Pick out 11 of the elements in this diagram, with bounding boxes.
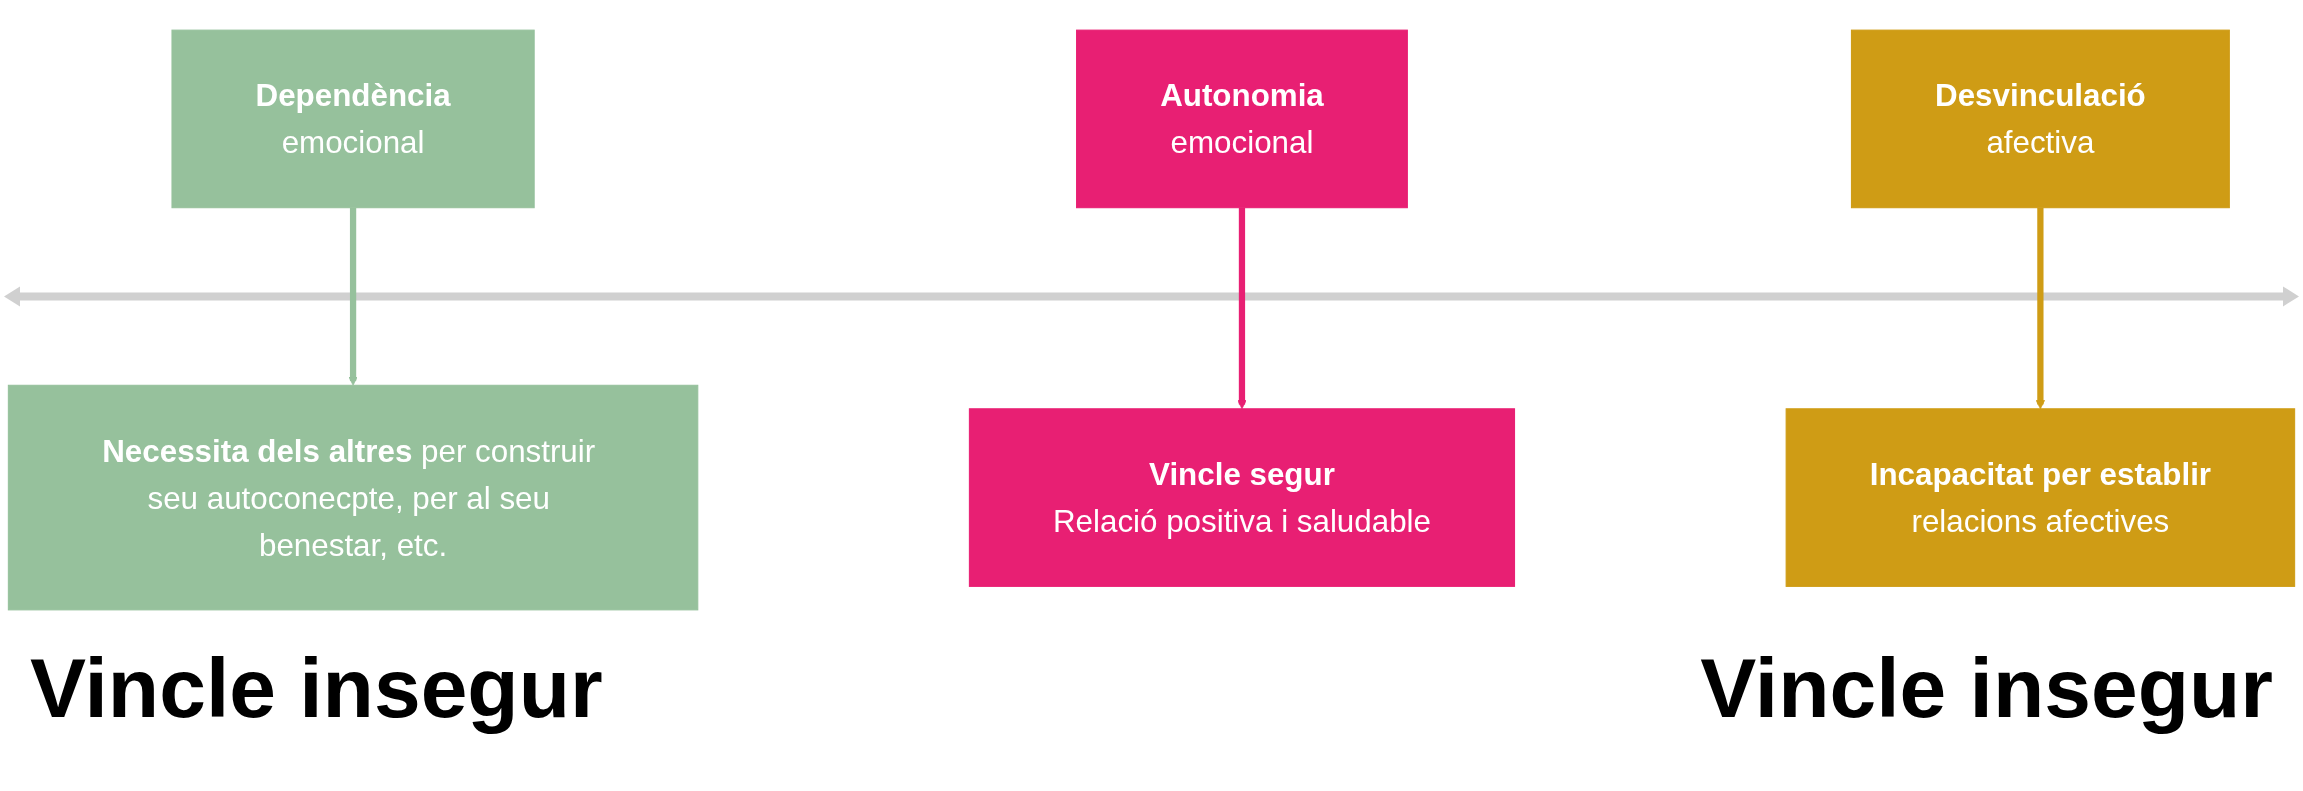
node-box: Autonomia emocional: [1076, 29, 1408, 209]
node-box: Desvinculació afectiva: [1850, 29, 2230, 209]
node-box: Dependència emocional: [171, 29, 535, 209]
node-box: Necessita dels altres per construir seu autoconecpte, per al seu benestar, etc.: [7, 384, 699, 611]
node-box: Vincle segur Relació positiva i saludable: [968, 408, 1516, 587]
arrow: [348, 207, 358, 386]
node-box: Incapacitat per establir relacions afectives: [1785, 408, 2296, 587]
arrow: [1237, 207, 1247, 410]
spectrum-end-label: Vincle insegur: [1700, 640, 2273, 737]
arrow: [2035, 207, 2045, 410]
spectrum-end-label: Vincle insegur: [30, 640, 603, 737]
